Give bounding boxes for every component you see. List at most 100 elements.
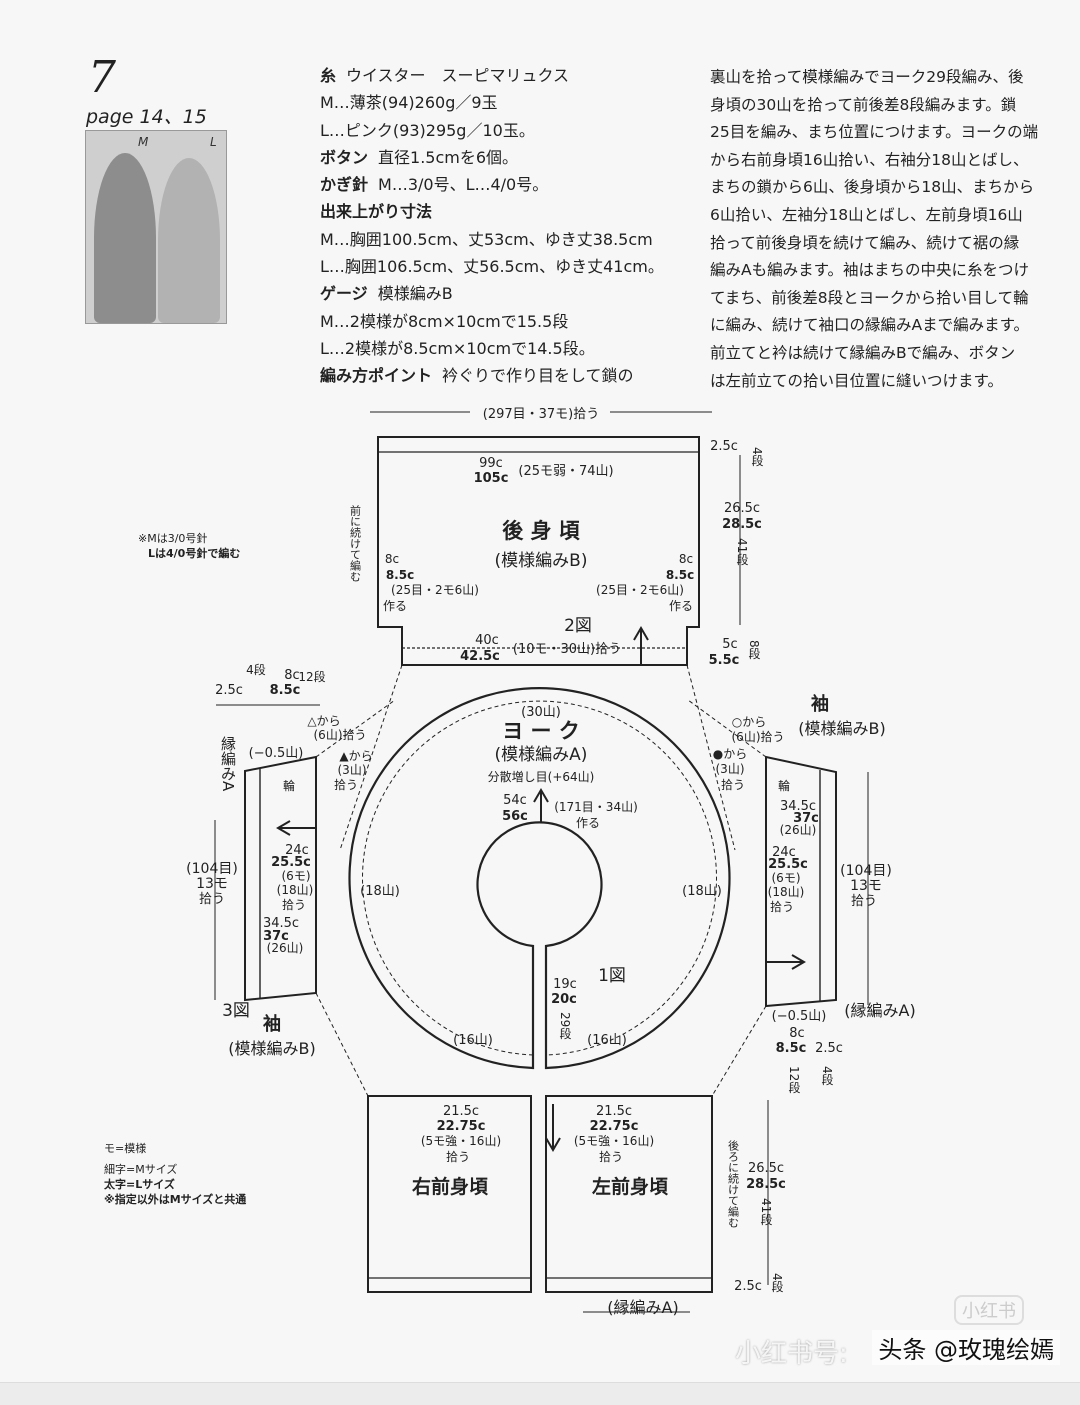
left-sleeve-a-note2: (18山) xyxy=(277,883,314,897)
right-sleeve-ring: 輪 xyxy=(778,778,790,793)
dimension-lines xyxy=(214,411,869,1313)
right-sleeve-edge-rows: 4段 xyxy=(820,1066,834,1086)
right-front-title: 右前身頃 xyxy=(411,1175,489,1198)
left-sleeve-pick-1a: △から xyxy=(307,714,340,728)
instructions-text: 裏山を拾って模様編みでヨーク29段編み、後身頃の30山を拾って前後差8段編みます… xyxy=(710,64,1060,395)
left-sleeve-b-note: (26山) xyxy=(267,941,304,955)
left-sleeve-decrease: (−0.5山) xyxy=(249,746,304,761)
spec-row: 出来上がり寸法 xyxy=(320,198,690,225)
instruction-line: は左前立ての拾い目位置に縫いつけます。 xyxy=(710,371,1003,390)
back-edge-m: 2.5c xyxy=(710,439,738,454)
page-reference: page 14、15 xyxy=(86,106,207,128)
left-sleeve-cuff-2: 13モ xyxy=(196,876,228,892)
left-sleeve-cuff-1: (104目) xyxy=(186,861,238,877)
right-front-width-m: 21.5c xyxy=(443,1104,479,1119)
back-gusset-right-make: 作る xyxy=(669,599,693,613)
spec-value: 衿ぐりで作り目をして鎖の xyxy=(442,366,634,386)
right-sleeve-cuff-1: (104目) xyxy=(840,863,892,879)
right-sleeve-edge-m: 2.5c xyxy=(815,1041,843,1056)
spec-key: 出来上がり寸法 xyxy=(320,202,433,222)
model-m-figure xyxy=(94,153,156,323)
left-sleeve-cuff-3: 拾う xyxy=(199,892,225,907)
left-front-height-rows: 41段 xyxy=(759,1198,773,1226)
left-front-edge-m: 2.5c xyxy=(734,1279,762,1294)
right-sleeve-pick-2a: ●から xyxy=(713,747,747,761)
left-sleeve-gusset-rows: 12段 xyxy=(298,669,325,684)
spec-value: 直径1.5cmを6個。 xyxy=(378,147,519,167)
yoke-depth-rows: 29段 xyxy=(558,1012,572,1040)
back-gusset-right-note: (25目・2モ6山) xyxy=(596,583,684,597)
yoke-bottom-right-count: (16山) xyxy=(587,1033,627,1048)
right-front-note: (5モ強・16山) xyxy=(421,1134,501,1148)
back-gusset-right-m: 8c xyxy=(679,552,693,566)
back-height-m: 26.5c xyxy=(724,501,760,516)
instruction-line: まちの鎖から6山、後身頃から18山、まちから xyxy=(710,178,1035,197)
top-pickup-label: (297目・37モ)拾う xyxy=(483,407,600,422)
yoke-neck-m: 54c xyxy=(503,793,527,808)
left-front-width-l: 22.75c xyxy=(590,1119,639,1134)
spec-row: M…薄茶(94)260g／9玉 xyxy=(320,89,690,116)
right-sleeve-bottom-rows: 12段 xyxy=(787,1066,801,1094)
instruction-line: 編みAも編みます。袖はまちの中央に糸をつけ xyxy=(710,261,1030,280)
right-sleeve-outline xyxy=(765,755,837,1008)
yoke-depth-l: 20c xyxy=(551,992,577,1007)
left-front-pick: 拾う xyxy=(599,1149,623,1164)
instruction-line: 拾って前後身頃を続けて編み、続けて裾の縁 xyxy=(710,233,1020,252)
left-sleeve-title: 袖 xyxy=(263,1013,281,1035)
right-front-pick: 拾う xyxy=(446,1149,470,1164)
yoke-top-count: (30山) xyxy=(521,705,561,720)
spec-value: L…2模様が8.5cm×10cmで14.5段。 xyxy=(320,338,595,358)
right-sleeve-a-m: 24c xyxy=(772,845,796,860)
model-photo: M L xyxy=(85,130,227,324)
spec-row: 糸ウイスター スーピマリュクス xyxy=(320,62,690,89)
back-diff-l: 5.5c xyxy=(709,653,740,668)
back-height-rows: 41段 xyxy=(735,538,749,566)
left-sleeve-a-l: 25.5c xyxy=(271,855,311,870)
spec-value: 模様編みB xyxy=(377,284,453,304)
left-sleeve-b-l: 37c xyxy=(263,929,289,944)
left-sleeve-figure-label: 3図 xyxy=(222,1001,250,1021)
right-sleeve-decrease: (−0.5山) xyxy=(772,1009,827,1024)
left-sleeve-gusset-m: 8c xyxy=(284,668,299,683)
toutiao-watermark: 头条 @玫瑰绘嫣 xyxy=(872,1330,1060,1365)
left-front-outline xyxy=(545,1095,713,1293)
left-front-height-l: 28.5c xyxy=(746,1177,786,1192)
instruction-line: 裏山を拾って模様編みでヨーク29段編み、後 xyxy=(710,68,1024,86)
connection-lines xyxy=(315,664,767,1097)
legend-l-size: 太字=Lサイズ xyxy=(103,1177,175,1191)
right-sleeve-b-note: (26山) xyxy=(780,823,817,837)
right-sleeve-pick-2c: 拾う xyxy=(721,777,745,792)
left-sleeve-pick-2a: ▲から xyxy=(339,749,372,763)
back-body-title: 後 身 頃 xyxy=(502,519,581,543)
left-sleeve-gusset-l: 8.5c xyxy=(270,683,301,698)
spec-value: M…3/0号、L…4/0号。 xyxy=(378,175,549,195)
legend-pattern: モ=模様 xyxy=(104,1141,146,1155)
instruction-line: に編み、続けて袖口の縁編みAまで編みます。 xyxy=(710,316,1030,335)
spec-row: 編み方ポイント衿ぐりで作り目をして鎖の xyxy=(320,362,690,389)
right-sleeve-pick-2b: (3山) xyxy=(716,762,745,776)
right-sleeve-b-l: 37c xyxy=(793,811,819,826)
back-gusset-left-l: 8.5c xyxy=(386,568,414,582)
xiaohongshu-id-watermark: 小红书号: xyxy=(735,1339,848,1369)
photo-label-m: M xyxy=(138,135,149,149)
back-bottom-note: (10モ・30山)拾う xyxy=(513,642,621,657)
left-front-note: (5モ強・16山) xyxy=(574,1134,654,1148)
spec-row: ボタン直径1.5cmを6個。 xyxy=(320,144,690,171)
left-front-edge-rows: 4段 xyxy=(770,1273,784,1293)
left-sleeve-pick-1b: (6山)拾う xyxy=(314,727,367,742)
spec-value: L…ピンク(93)295g／10玉。 xyxy=(320,120,535,140)
left-front-title: 左前身頃 xyxy=(592,1175,669,1198)
yoke-left-count: (18山) xyxy=(360,884,400,899)
left-sleeve-pick-2c: 拾う xyxy=(334,777,358,792)
back-figure-label: 2図 xyxy=(564,616,592,636)
yoke-increase-note: 分散増し目(+64山) xyxy=(488,769,595,784)
right-sleeve-edge: (縁編みA) xyxy=(844,1001,915,1020)
right-sleeve-a-note: (6モ) xyxy=(772,871,801,885)
back-gusset-right-l: 8.5c xyxy=(666,568,694,582)
right-sleeve-pick-1a: ○から xyxy=(732,715,766,729)
front-edge-label: (縁編みA) xyxy=(607,1298,678,1317)
yoke-neck-l: 56c xyxy=(502,809,528,824)
yoke-neck-note: (171目・34山) xyxy=(554,800,638,814)
